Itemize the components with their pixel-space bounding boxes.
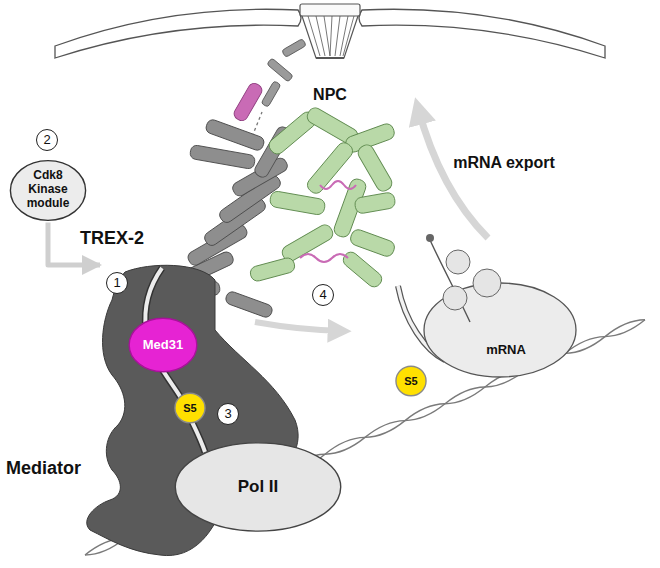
trex2-green-subunit (249, 105, 397, 289)
mrna-binding-protein (473, 269, 501, 297)
npc-ring (300, 4, 360, 16)
polymerase-body (424, 283, 576, 377)
linker-helix (267, 58, 294, 82)
residue-name: S5 (404, 375, 417, 388)
linker-helix (261, 81, 281, 108)
helix (269, 190, 326, 215)
shape-ellipse (10, 160, 85, 220)
helix (340, 249, 384, 289)
helix (204, 118, 265, 152)
process-name: mRNA export (453, 154, 555, 172)
molecule-name: mRNA (486, 343, 526, 358)
npc-ring-bottom (316, 57, 344, 59)
subunit-name: Med31 (143, 338, 183, 353)
callout-circle: 4 (312, 284, 334, 306)
npc-basket (300, 4, 360, 58)
transfer-arrow (255, 322, 342, 331)
complex-name: Mediator (6, 458, 81, 479)
shape-ellipse (129, 318, 197, 371)
mediator-subunit: Med31 (127, 316, 199, 374)
helix (354, 192, 396, 215)
label-box: TREX-2 (78, 227, 147, 250)
export-arrow (418, 108, 488, 238)
mrna-binding-protein (446, 250, 470, 274)
elongating-pol-ii (398, 234, 576, 377)
callout-number: 1 (113, 276, 120, 291)
helix (305, 140, 356, 196)
ser5-phosphorylation: S5 (174, 392, 206, 424)
callout-number: 3 (224, 407, 231, 422)
helix (249, 256, 296, 282)
pink-strand (320, 181, 356, 189)
helix (232, 81, 264, 123)
shape-ellipse (396, 366, 426, 395)
helix (189, 144, 255, 169)
callout-number: 4 (319, 288, 326, 303)
shape-ellipse (175, 443, 340, 531)
shape-ellipse (175, 393, 205, 422)
membrane-left (55, 9, 301, 58)
enzyme-name: Pol II (238, 477, 279, 497)
callout-circle: 1 (106, 272, 128, 294)
label-box: mRNA export (451, 153, 557, 174)
helix (280, 222, 336, 263)
trex2-pink-subunit (232, 81, 356, 262)
linker-helix (282, 39, 307, 58)
npc-basket-outline (302, 16, 358, 58)
membrane-right (359, 9, 605, 58)
ctd-tail (145, 268, 205, 452)
residue-name: S5 (183, 402, 196, 415)
ctd-tail (145, 268, 205, 452)
pink-strand (300, 254, 348, 262)
label-box: mRNA (484, 342, 528, 359)
linker-domains (261, 39, 306, 108)
callout-circle: 3 (217, 403, 239, 425)
callout-circle: 2 (36, 129, 58, 151)
label-box: NPC (311, 85, 349, 106)
mrna-binding-protein (443, 286, 467, 310)
npc-filaments (308, 16, 354, 56)
ser5-phosphorylation: S5 (395, 365, 427, 397)
module-name: Cdk8 Kinase module (22, 169, 74, 210)
mrna-strand (430, 240, 470, 322)
complex-name: TREX-2 (80, 228, 144, 249)
callout-number: 2 (43, 133, 50, 148)
mrna-cap (426, 234, 434, 242)
structure-name: NPC (313, 86, 347, 104)
kinase-module: Cdk8 Kinase module (8, 158, 88, 223)
polymerase: Pol II (170, 439, 346, 535)
helix (224, 290, 274, 319)
